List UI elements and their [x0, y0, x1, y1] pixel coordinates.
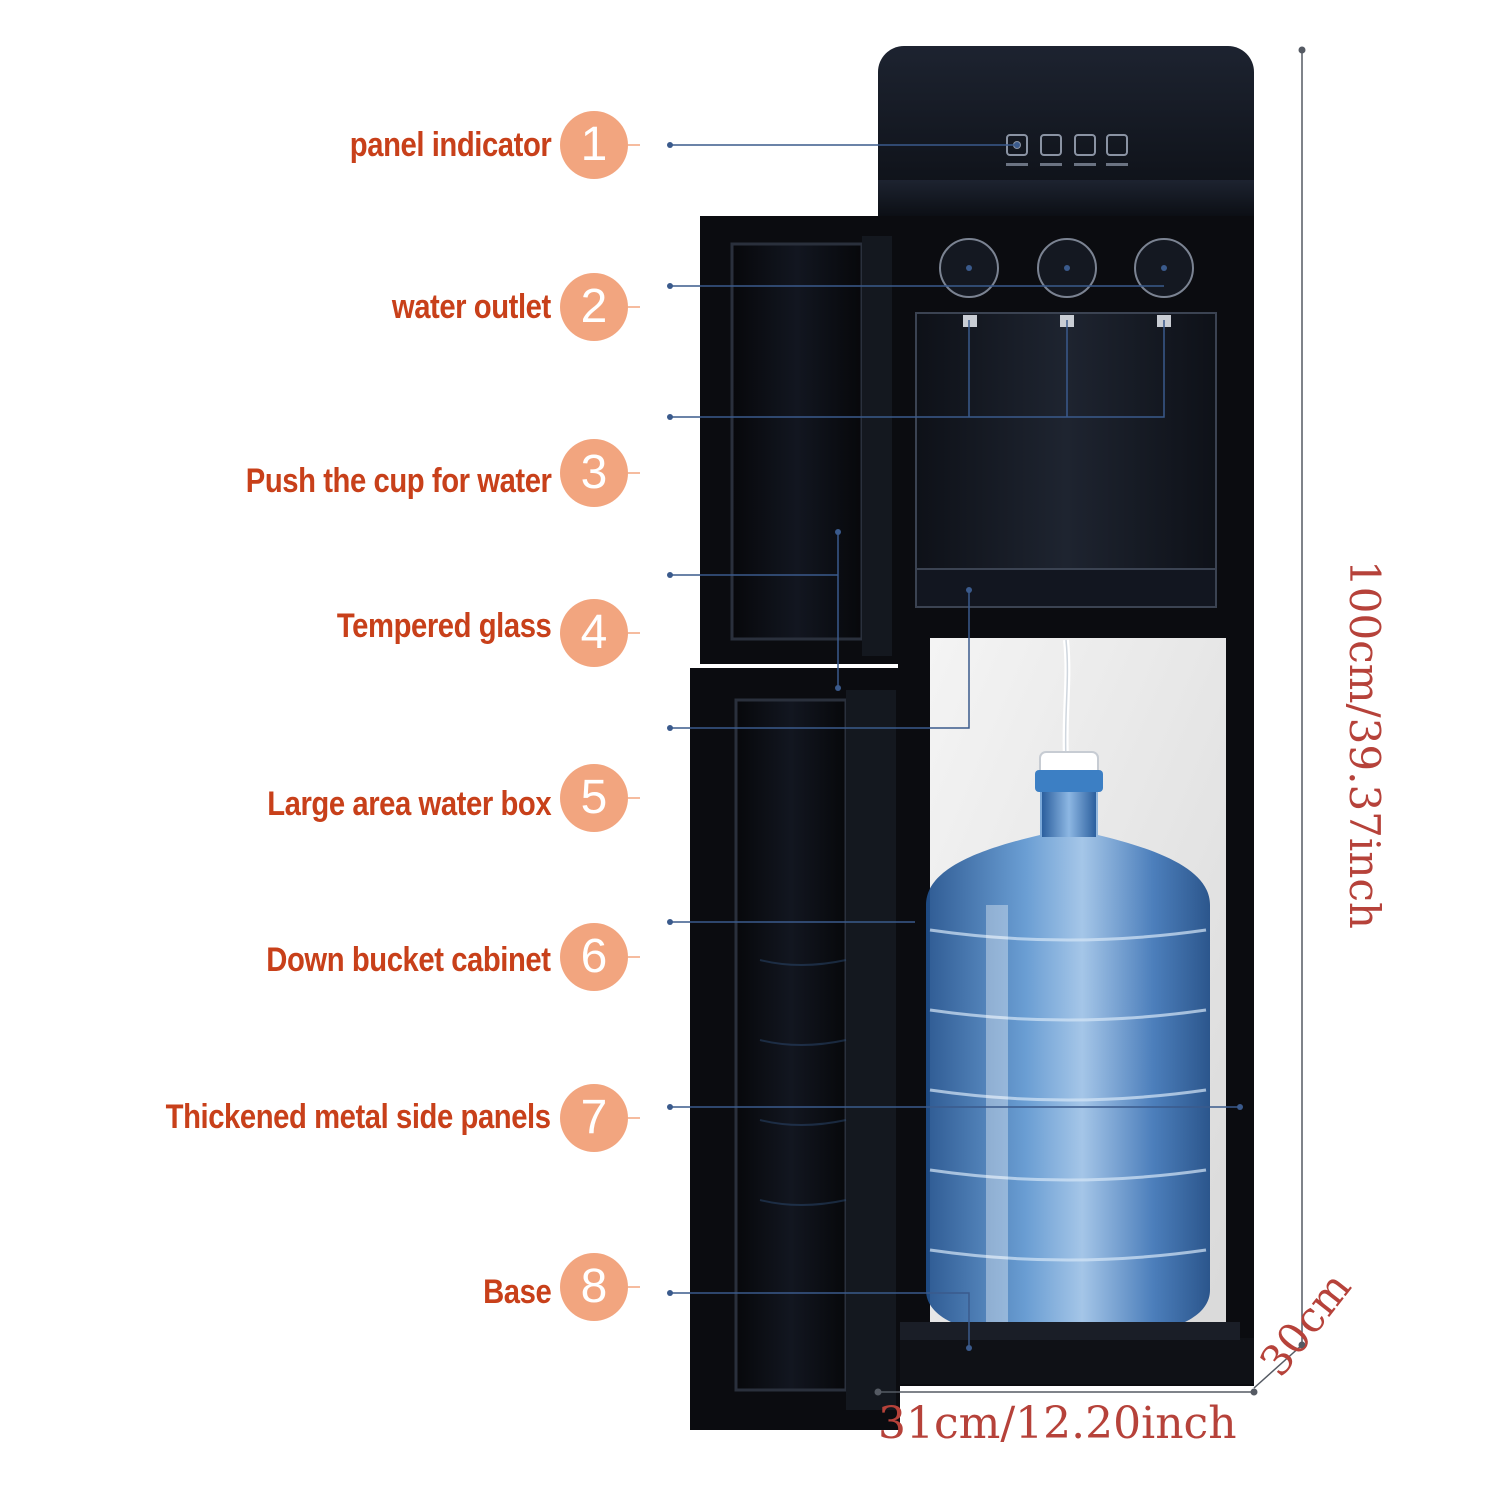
- base-tray: [898, 1338, 1254, 1384]
- leader-dots: [667, 142, 1243, 1351]
- callout-label-side-panels: Thickened metal side panels: [166, 1098, 551, 1136]
- drip-tray: [915, 568, 1217, 608]
- callout-badge-7: 7: [560, 1084, 628, 1152]
- callout-label-bucket-cabinet: Down bucket cabinet: [266, 941, 552, 979]
- upper-door: [700, 216, 898, 664]
- height-dimension-label: 100cm/39.37inch: [1340, 560, 1389, 929]
- callout-badge-6: 6: [560, 923, 628, 991]
- dispense-niche: [916, 313, 1216, 569]
- callout-badge-5: 5: [560, 764, 628, 832]
- dimension-lines: [878, 50, 1303, 1393]
- width-dimension-label: 31cm/12.20inch: [878, 1398, 1237, 1449]
- callout-badge-8: 8: [560, 1253, 628, 1321]
- callout-badge-3: 3: [560, 439, 628, 507]
- callout-badge-2: 2: [560, 273, 628, 341]
- lower-door: [690, 668, 900, 1430]
- water-bottle: [926, 751, 1210, 1340]
- top-panel: [878, 46, 1254, 216]
- callout-label-water-outlet: water outlet: [392, 288, 551, 326]
- callout-label-water-box: Large area water box: [267, 785, 551, 823]
- callout-label-push-cup: Push the cup for water: [245, 462, 551, 500]
- callout-badge-1: 1: [560, 111, 628, 179]
- callout-badge-4: 4: [560, 599, 628, 667]
- leader-lines: [670, 144, 1240, 1348]
- callout-label-base: Base: [482, 1273, 552, 1311]
- callout-label-tempered-glass: Tempered glass: [336, 607, 552, 645]
- callout-label-panel-indicator: panel indicator: [349, 126, 551, 164]
